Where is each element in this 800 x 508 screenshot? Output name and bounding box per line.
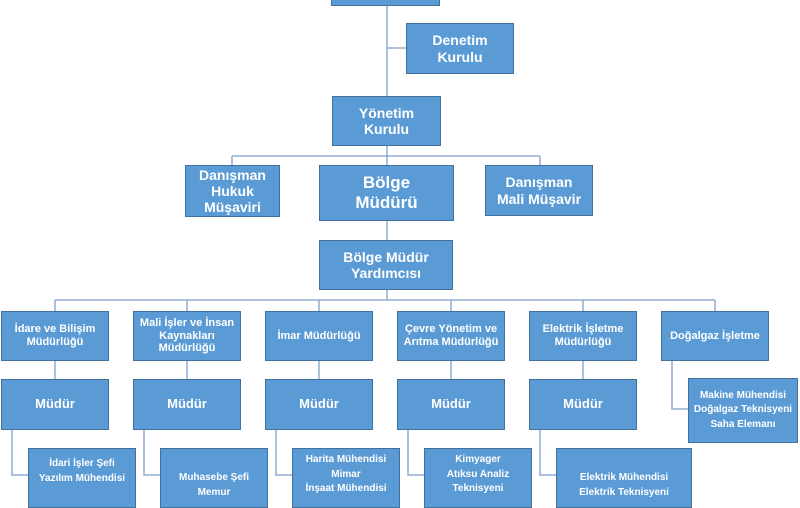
dept-3-line2: Arıtma Müdürlüğü	[403, 336, 499, 348]
staff-4-1: Elektrik Teknisyeni	[579, 486, 669, 498]
yardimci-line1: Bölge Müdür	[343, 248, 429, 265]
manager-4-label: Müdür	[563, 396, 603, 412]
bolge-mudur-yardimcisi-box: Bölge Müdür Yardımcısı	[319, 240, 453, 290]
staff-box-imar: Harita Mühendisi Mimar İnşaat Mühendisi	[292, 448, 400, 508]
staff-3-2: Teknisyeni	[452, 483, 504, 494]
staff-2-1: Mimar	[331, 468, 361, 480]
manager-box-mali-isler: Müdür	[133, 379, 241, 430]
bolge-muduru-line1: Bölge	[362, 173, 411, 193]
manager-1-label: Müdür	[167, 396, 207, 412]
connector-staff-4	[539, 430, 556, 476]
hukuk-line1: Danışman	[199, 166, 266, 183]
connector-staff-2	[275, 430, 292, 476]
dept-0-line2: Müdürlüğü	[26, 336, 84, 348]
mali-musavir-box: Danışman Mali Müşavir	[485, 165, 593, 216]
staff-5-2: Saha Elemanı	[710, 418, 776, 430]
connector-staff-3	[407, 430, 424, 476]
staff-1-0: Muhasebe Şefi	[178, 472, 250, 483]
dept-4-line2: Müdürlüğü	[554, 336, 612, 348]
dept-0-line1: İdare ve Bilişim	[14, 323, 96, 336]
manager-box-imar: Müdür	[265, 379, 373, 430]
hukuk-line2: Hukuk	[211, 182, 254, 199]
staff-0-1: Yazılım Mühendisi	[38, 472, 126, 484]
connector-lines	[11, 6, 716, 476]
dept-box-imar: İmar Müdürlüğü	[265, 311, 373, 361]
connector-staff-5	[671, 361, 688, 410]
dept-2-line1: İmar Müdürlüğü	[277, 329, 361, 342]
dept-box-idare: İdare ve Bilişim Müdürlüğü	[1, 311, 109, 361]
hukuk-line3: Müşaviri	[204, 199, 261, 216]
staff-4-0: Elektrik Mühendisi	[579, 472, 669, 483]
staff-box-mali-isler: Muhasebe Şefi Memur	[160, 448, 268, 508]
staff-3-0: Kimyager	[455, 454, 501, 465]
dept-box-cevre: Çevre Yönetim ve Arıtma Müdürlüğü	[397, 311, 505, 361]
staff-5-1: Doğalgaz Teknisyeni	[693, 404, 793, 416]
bolge-muduru-line2: Müdürü	[355, 193, 418, 212]
staff-5-0: Makine Mühendisi	[699, 389, 787, 401]
staff-2-0: Harita Mühendisi	[305, 454, 387, 465]
staff-3-1: Atıksu Analiz	[446, 468, 510, 480]
denetim-line1: Denetim	[432, 32, 488, 49]
denetim-kurulu-box: Denetim Kurulu	[406, 23, 514, 74]
dept-1-line3: Müdürlüğü	[158, 342, 216, 355]
hukuk-musaviri-box: Danışman Hukuk Müşaviri	[185, 165, 280, 217]
dept-1-line2: Kaynakları	[159, 329, 215, 342]
manager-box-cevre: Müdür	[397, 379, 505, 430]
connector-staff-1	[143, 430, 160, 476]
dept-box-mali-isler: Mali İşler ve İnsan Kaynakları Müdürlüğü	[133, 311, 241, 361]
dept-box-dogalgaz: Doğalgaz İşletme	[661, 311, 769, 361]
staff-box-elektrik: Elektrik Mühendisi Elektrik Teknisyeni	[556, 448, 692, 508]
manager-2-label: Müdür	[299, 396, 339, 412]
staff-box-dogalgaz: Makine Mühendisi Doğalgaz Teknisyeni Sah…	[688, 378, 798, 443]
mali-line2: Mali Müşavir	[496, 190, 582, 207]
manager-box-elektrik: Müdür	[529, 379, 637, 430]
manager-box-idare: Müdür	[1, 379, 109, 430]
top-box	[331, 0, 440, 6]
denetim-line2: Kurulu	[437, 48, 483, 65]
staff-box-idare: İdari İşler Şefi Yazılım Mühendisi	[28, 448, 136, 508]
yonetim-kurulu-box: Yönetim Kurulu	[332, 96, 441, 146]
staff-2-2: İnşaat Mühendisi	[305, 483, 387, 494]
connector-staff-0	[11, 430, 28, 476]
dept-box-elektrik: Elektrik İşletme Müdürlüğü	[529, 311, 637, 361]
yonetim-line1: Yönetim	[358, 104, 415, 121]
staff-box-cevre: Kimyager Atıksu Analiz Teknisyeni	[424, 448, 532, 508]
yonetim-line2: Kurulu	[363, 121, 410, 137]
bolge-muduru-box: Bölge Müdürü	[319, 165, 454, 221]
manager-3-label: Müdür	[431, 396, 471, 412]
dept-1-line1: Mali İşler ve İnsan	[139, 317, 235, 330]
dept-3-line1: Çevre Yönetim ve	[404, 323, 498, 336]
staff-0-0: İdari İşler Şefi	[49, 458, 115, 469]
yardimci-line2: Yardımcısı	[350, 265, 422, 281]
manager-0-label: Müdür	[35, 396, 75, 412]
dept-4-line1: Elektrik İşletme	[542, 323, 624, 336]
staff-1-1: Memur	[197, 486, 231, 498]
dept-5-line1: Doğalgaz İşletme	[670, 329, 760, 342]
mali-line1: Danışman	[505, 174, 573, 191]
